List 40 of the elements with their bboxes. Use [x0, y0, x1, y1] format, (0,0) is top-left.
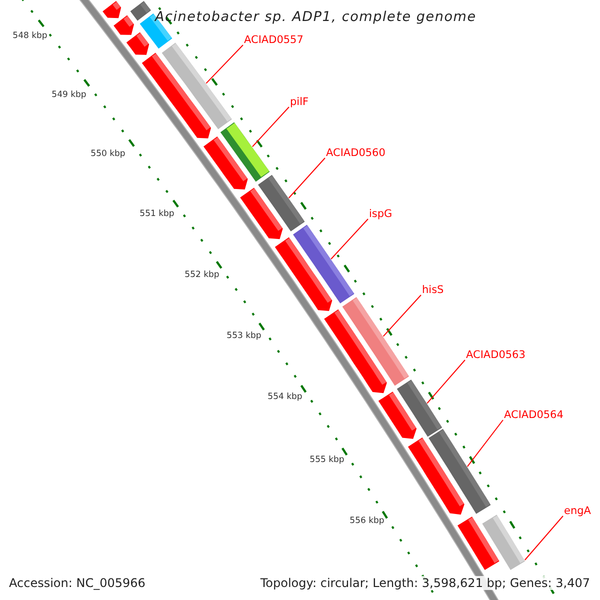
- gene-label: ACIAD0564: [504, 410, 564, 420]
- gene-bar: [130, 1, 151, 21]
- scale-label: 556 kbp: [350, 516, 384, 526]
- leader-line: [524, 516, 564, 560]
- gene-feature: [408, 438, 464, 515]
- leader-line: [382, 294, 422, 337]
- title: Acinetobacter sp. ADP1, complete genome: [155, 11, 476, 24]
- leader-line: [330, 218, 368, 260]
- scale-label: 549 kbp: [52, 90, 86, 100]
- gene-feature: [240, 188, 283, 240]
- scale-label: 555 kbp: [310, 456, 344, 464]
- gene-feature: [324, 309, 387, 394]
- gene-feature: [458, 516, 500, 570]
- gene-feature: [142, 52, 211, 138]
- leader-line: [288, 158, 326, 198]
- gene-feature: [126, 32, 150, 55]
- leader-line: [252, 106, 290, 148]
- gene-label: ACIAD0563: [466, 350, 526, 360]
- scale-label: 552 kbp: [184, 270, 220, 280]
- accession-text: Accession: NC_005966: [9, 576, 146, 590]
- gene-feature: [114, 15, 134, 35]
- gene-feature: [102, 1, 122, 18]
- gene-feature: [204, 136, 248, 190]
- leader-line: [426, 360, 466, 404]
- scale-label: 548 kbp: [12, 32, 48, 40]
- scale-label: 553 kbp: [226, 332, 262, 340]
- gene-feature: [274, 237, 332, 311]
- scale-label: 554 kbp: [268, 392, 302, 402]
- scale-label: 551 kbp: [140, 210, 174, 218]
- genome-summary-text: Topology: circular; Length: 3,598,621 bp; Genes: 3,407: [260, 576, 590, 590]
- gene-label: ACIAD0557: [244, 35, 304, 46]
- gene-feature: [378, 392, 417, 439]
- leader-line: [466, 420, 504, 468]
- gene-label: ispG: [369, 209, 392, 220]
- gene-label: engA: [564, 506, 591, 516]
- leader-line: [206, 44, 244, 84]
- gene-label: ACIAD0560: [326, 148, 386, 158]
- scale-label: 550 kbp: [90, 150, 126, 158]
- gene-label: hisS: [422, 285, 444, 296]
- gene-label: pilF: [290, 97, 309, 108]
